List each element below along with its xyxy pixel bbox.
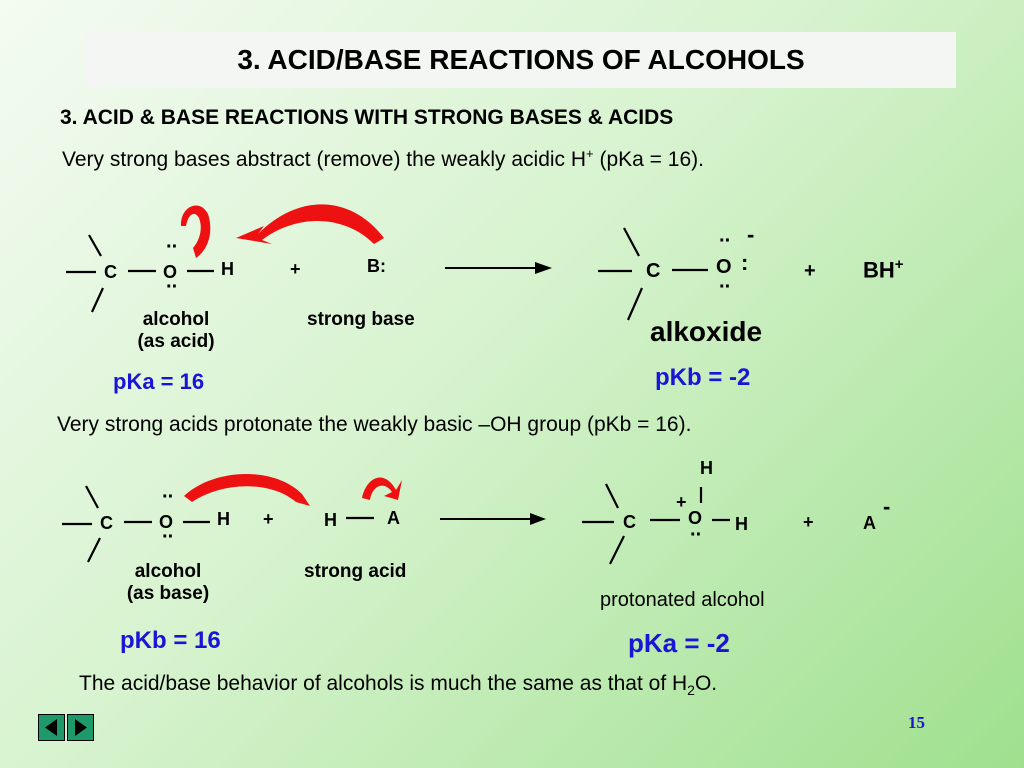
r1-lone-pair-top: ··	[166, 236, 178, 258]
r1-upper-bond	[88, 234, 102, 257]
strong-acids-sentence: Very strong acids protonate the weakly b…	[57, 413, 692, 436]
strong-bases-sentence: Very strong bases abstract (remove) the …	[62, 146, 704, 171]
p2-lower-bond	[609, 535, 625, 565]
p2-hydrogen-right: H	[735, 514, 748, 534]
conjugate-acid-bh: BH+	[863, 256, 904, 283]
r2-hydrogen: H	[217, 509, 230, 529]
reaction1-bonds	[66, 234, 214, 313]
r2-acid-bond-electron-arrow	[362, 477, 402, 500]
alkoxide-lone-pair-right: :	[741, 250, 748, 275]
reaction2-electron-arrows	[184, 473, 402, 506]
alkoxide-charge: -	[747, 222, 755, 247]
next-slide-button[interactable]	[67, 714, 94, 741]
subheading: 3. ACID & BASE REACTIONS WITH STRONG BAS…	[60, 106, 674, 129]
proton-charge: +	[586, 146, 594, 161]
p2-lone-pair: ··	[690, 524, 702, 546]
conjugate-base-a: A	[863, 513, 876, 533]
r1-plus: +	[290, 259, 301, 279]
alkoxide-lone-pair-top: ··	[719, 230, 731, 252]
alkoxide-carbon: C	[646, 260, 661, 282]
page-number: 15	[908, 713, 925, 732]
title-box: 3. ACID/BASE REACTIONS OF ALCOHOLS	[86, 32, 956, 88]
next-slide-icon	[75, 719, 87, 736]
r2-upper-bond	[85, 485, 99, 509]
r2-oxygen-electron-arrow	[184, 473, 310, 506]
r2-plus: +	[263, 509, 274, 529]
previous-slide-button[interactable]	[38, 714, 65, 741]
protonated-alcohol-label: protonated alcohol	[600, 589, 765, 611]
reaction2-bonds	[62, 485, 374, 563]
r2-carbon: C	[100, 513, 113, 533]
alkoxide-label: alkoxide	[650, 316, 763, 347]
conclusion-sentence: The acid/base behavior of alcohols is mu…	[79, 672, 718, 699]
acid-conjugate-a: A	[387, 508, 400, 528]
r2-oxygen: O	[159, 512, 174, 532]
p2-upper-bond	[605, 483, 619, 509]
r1-hydrogen: H	[221, 259, 234, 279]
reaction1-electron-arrows	[180, 204, 384, 258]
r2-lone-pair-bottom: ··	[162, 526, 174, 548]
reaction2-arrow	[440, 513, 546, 525]
r1-bond-electron-arrow	[180, 205, 211, 258]
p2-oxygen-charge: +	[676, 492, 687, 512]
r2-product-plus: +	[803, 512, 814, 532]
p2-hydrogen-top: H	[700, 458, 713, 478]
r2-pkb-value: pKb = 16	[120, 627, 221, 654]
r1-lower-bond	[91, 287, 104, 313]
r1-oxygen: O	[163, 262, 178, 282]
r1-base-electron-arrow	[236, 204, 384, 244]
previous-slide-icon	[45, 719, 57, 736]
p2-oxygen: O	[688, 508, 703, 528]
r1-strong-base-label: strong base	[307, 309, 415, 330]
protonated-alcohol-pka-value: pKa = -2	[628, 628, 730, 658]
r2-lower-bond	[87, 537, 101, 563]
acid-hydrogen: H	[324, 510, 337, 530]
alkoxide-lower-bond	[626, 287, 644, 321]
conjugate-base-charge: -	[883, 494, 891, 519]
alkoxide-bonds	[598, 227, 708, 321]
r1-product-plus: +	[804, 260, 816, 282]
p2-carbon: C	[623, 512, 636, 532]
r2-lone-pair-top: ··	[162, 486, 174, 508]
alkoxide-oxygen: O	[716, 256, 732, 278]
slide-title: 3. ACID/BASE REACTIONS OF ALCOHOLS	[237, 44, 805, 75]
r1-pka-value: pKa = 16	[113, 369, 205, 394]
r2-alcohol-label: alcohol (as base)	[126, 561, 210, 604]
alkoxide-pkb-value: pKb = -2	[655, 364, 751, 391]
alkoxide-lone-pair-bottom: ··	[719, 276, 731, 298]
r1-lone-pair-bottom: ··	[166, 276, 178, 298]
reaction1-arrow	[445, 262, 552, 274]
r1-carbon: C	[104, 262, 117, 282]
r2-strong-acid-label: strong acid	[304, 561, 407, 582]
protonated-alcohol-bonds	[582, 483, 730, 565]
r1-base: B:	[367, 256, 386, 276]
alkoxide-upper-bond	[623, 227, 640, 257]
r1-alcohol-label: alcohol (as acid)	[137, 309, 215, 352]
